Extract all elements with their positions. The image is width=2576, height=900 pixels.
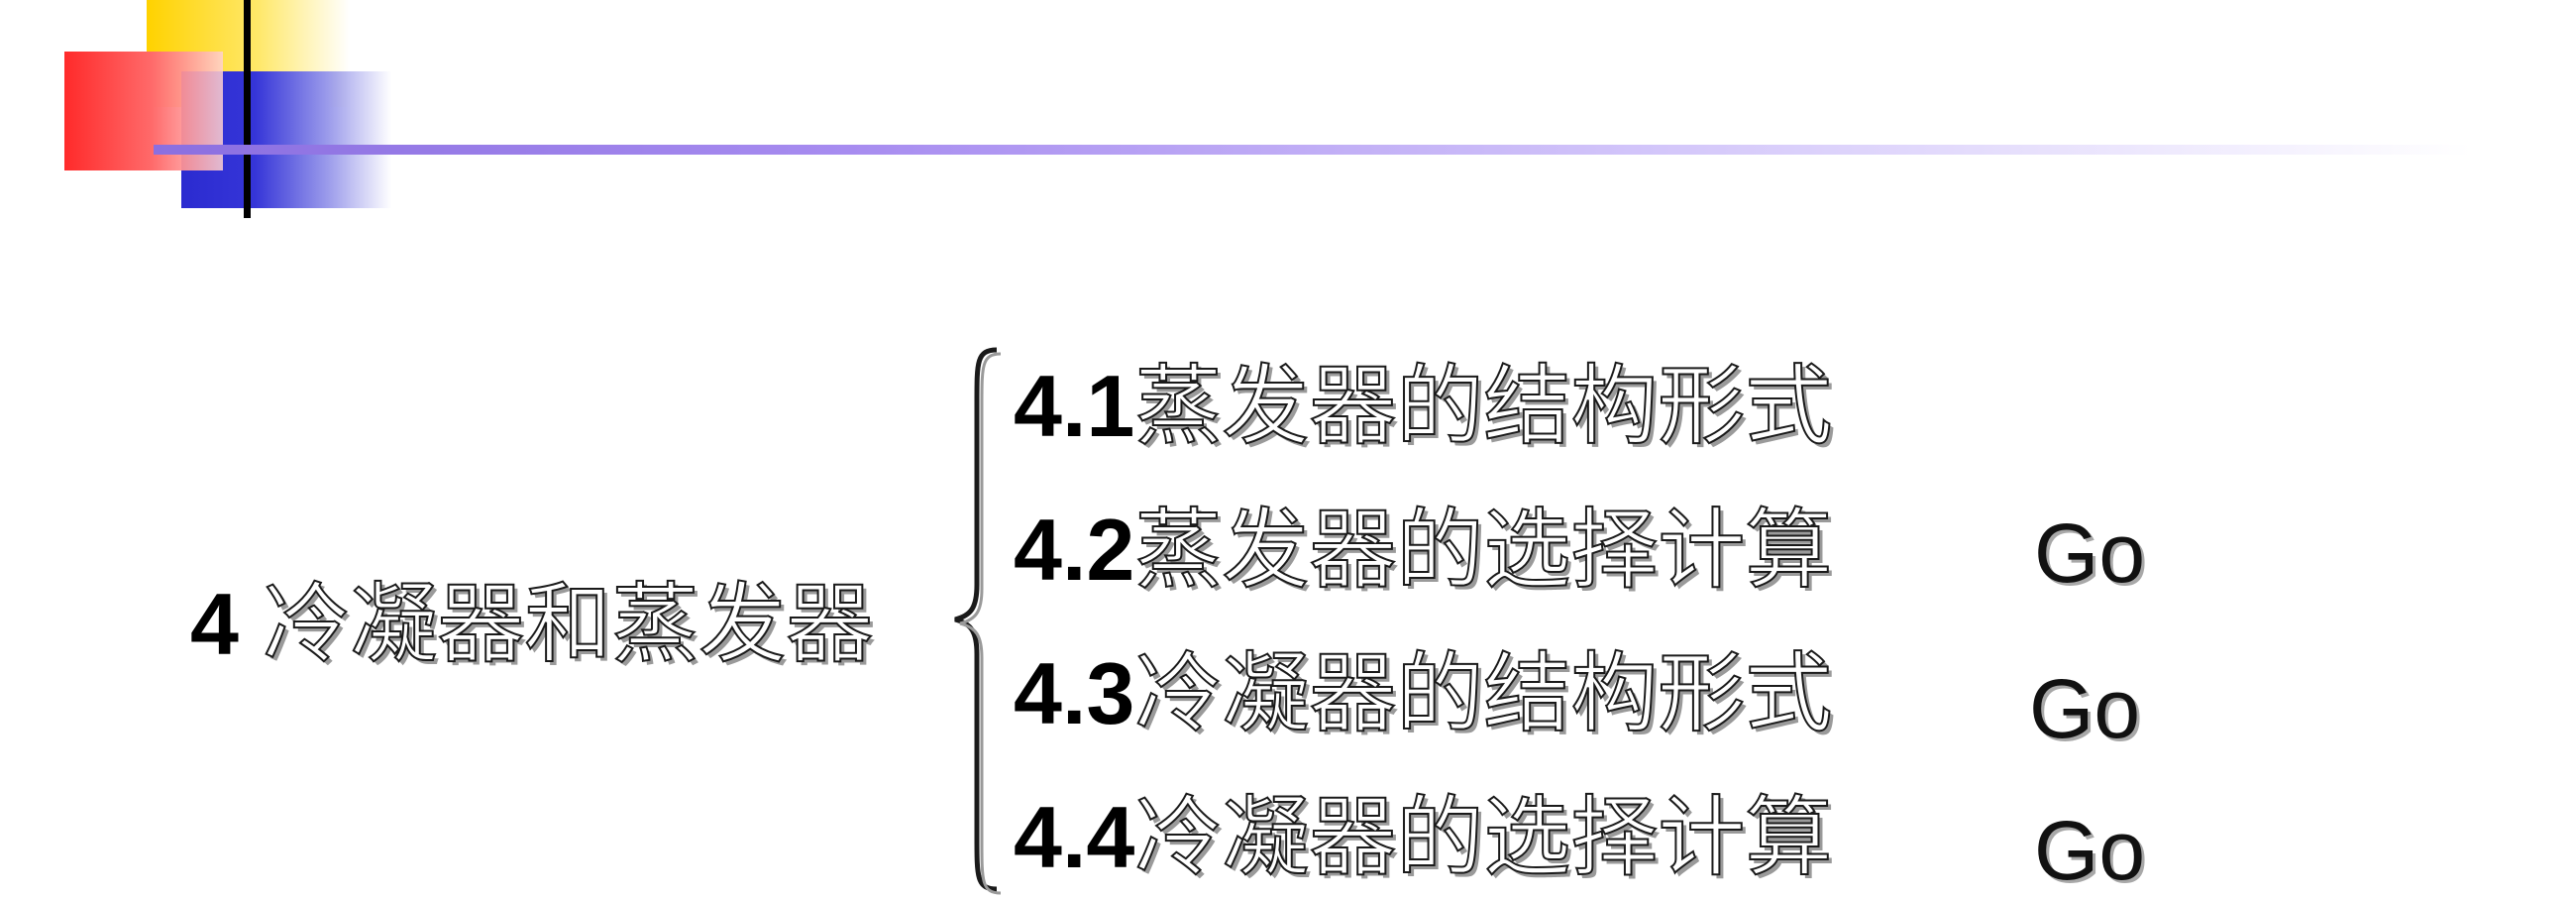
curly-brace <box>954 347 1002 895</box>
section-item-4-4: 4.4冷凝器的选择计算 <box>1014 783 1833 892</box>
section-title: 蒸发器的选择计算 <box>1133 500 1833 600</box>
section-title: 冷凝器的结构形式 <box>1133 643 1833 743</box>
section-number: 4.3 <box>1014 644 1135 742</box>
chapter-title: 4 冷凝器和蒸发器 <box>190 570 874 679</box>
go-link-4-2[interactable]: Go <box>2034 506 2146 600</box>
section-title: 蒸发器的结构形式 <box>1133 356 1833 456</box>
chapter-title-text: 冷凝器和蒸发器 <box>238 574 874 674</box>
go-link-4-3[interactable]: Go <box>2029 662 2141 755</box>
chapter-number: 4 <box>190 575 239 673</box>
section-item-4-3: 4.3冷凝器的结构形式 <box>1014 639 1833 748</box>
section-item-4-2: 4.2蒸发器的选择计算 <box>1014 496 1833 605</box>
section-item-4-1: 4.1蒸发器的结构形式 <box>1014 352 1833 461</box>
decor-vertical-line <box>244 0 251 218</box>
section-number: 4.4 <box>1014 788 1135 886</box>
decor-horizontal-line <box>154 145 2472 155</box>
section-title: 冷凝器的选择计算 <box>1133 787 1833 887</box>
section-number: 4.1 <box>1014 357 1135 455</box>
go-link-4-4[interactable]: Go <box>2034 804 2146 897</box>
section-number: 4.2 <box>1014 501 1135 599</box>
